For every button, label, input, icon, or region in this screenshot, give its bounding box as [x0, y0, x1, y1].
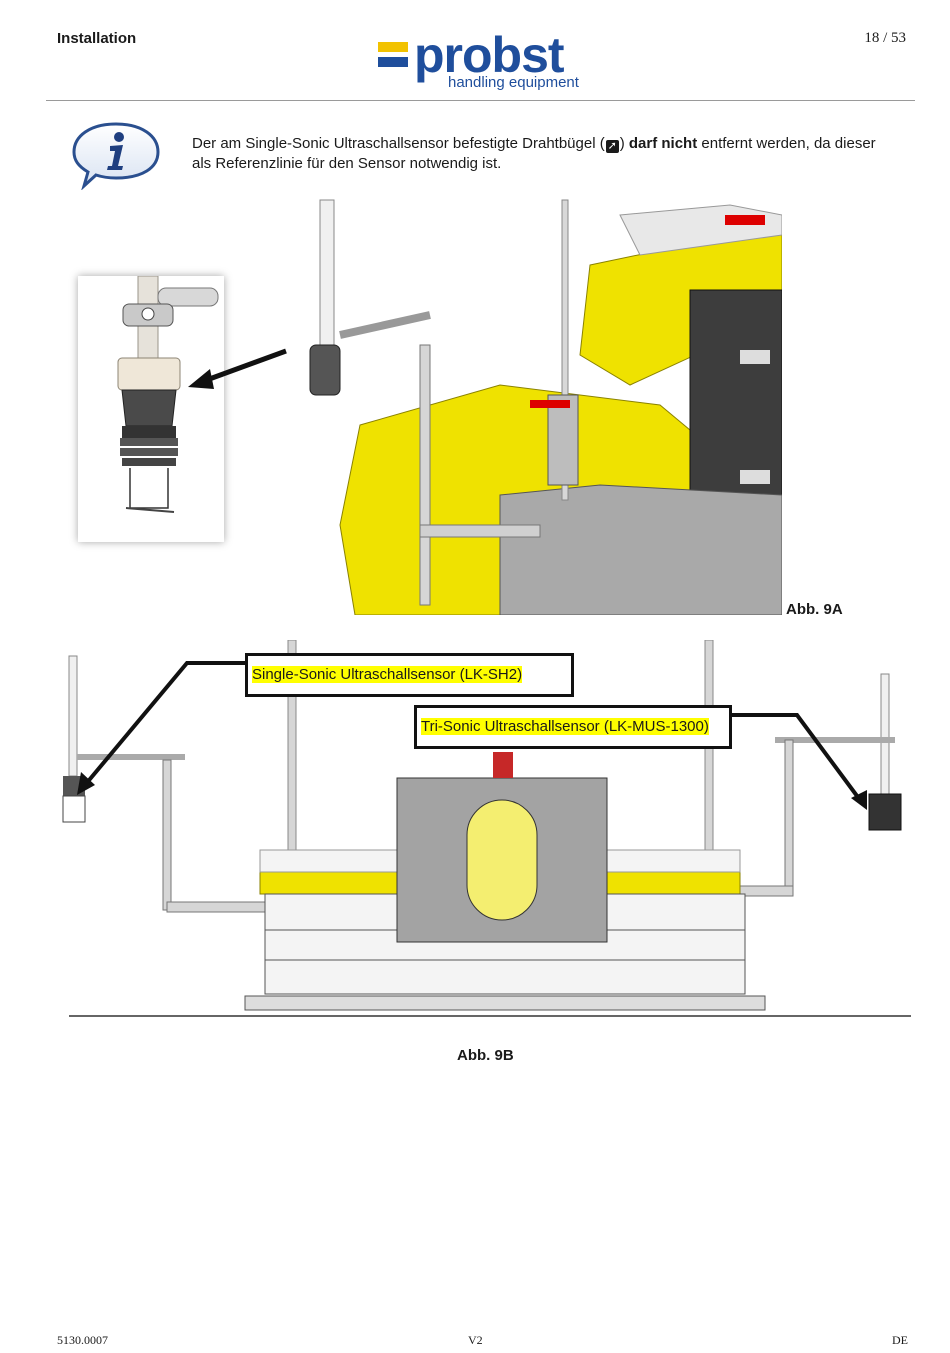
label-single-sonic-text: Single-Sonic Ultraschallsensor (LK-SH2) — [252, 666, 523, 683]
logo-tagline: handling equipment — [448, 74, 579, 91]
figure-9b-machine — [55, 639, 915, 1020]
brand-logo — [378, 34, 598, 96]
note-text-after: entfernt werden, da dieser als Referenzl… — [192, 135, 876, 172]
figure-9b-caption: Abb. 9B — [457, 1047, 514, 1064]
logo-wordmark: probst — [414, 27, 565, 83]
label-tri-sonic: Tri-Sonic Ultraschallsensor (LK-MUS-1300… — [414, 705, 732, 749]
label-single-sonic: Single-Sonic Ultraschallsensor (LK-SH2) — [245, 653, 574, 697]
figure-9a-detail-inset — [78, 275, 224, 542]
footer-language: DE — [892, 1333, 908, 1347]
note-text: Der am Single-Sonic Ultraschallsensor be… — [192, 134, 892, 174]
note-text-before: Der am Single-Sonic Ultraschallsensor be… — [192, 135, 605, 152]
pointer-arrow-detail — [180, 345, 290, 395]
logo-bar-top — [378, 42, 408, 52]
arrow-up-right-icon: ➚ — [605, 140, 619, 153]
header-divider — [46, 100, 915, 101]
pointer-lines-9b — [55, 640, 915, 840]
figure-9a-machine — [300, 195, 783, 616]
page-number: 18 / 53 — [864, 30, 906, 46]
info-icon — [70, 120, 162, 191]
footer-doc-number: 5130.0007 — [57, 1333, 108, 1347]
logo-bar-bottom — [378, 57, 408, 67]
note-text-bold: darf nicht — [628, 135, 698, 152]
label-tri-sonic-text: Tri-Sonic Ultraschallsensor (LK-MUS-1300… — [421, 718, 709, 735]
figure-9a-caption: Abb. 9A — [786, 601, 843, 618]
section-title: Installation — [57, 30, 137, 47]
footer-version: V2 — [468, 1333, 483, 1347]
note-text-middle: ) — [619, 135, 629, 152]
